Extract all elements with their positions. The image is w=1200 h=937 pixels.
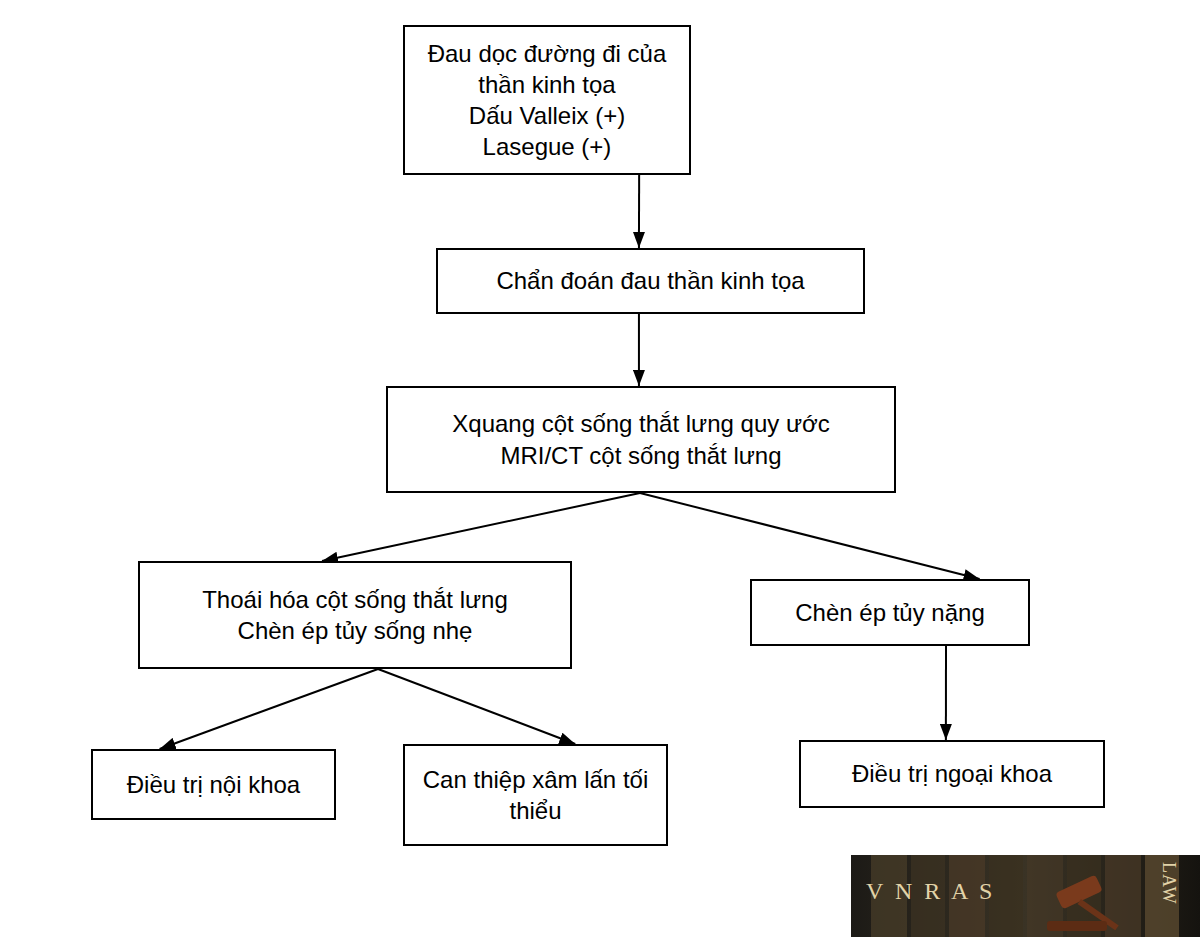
process-box: Chẩn đoán đau thần kinh tọa — [436, 248, 865, 314]
process-box: Điều trị ngoại khoa — [799, 740, 1105, 808]
flow-arrow — [638, 314, 640, 386]
flow-arrow — [640, 493, 980, 579]
gavel-symbol — [1047, 875, 1119, 931]
node-text: Thoái hóa cột sống thắt lưng — [202, 584, 508, 615]
node-text: Chèn ép tủy sống nhẹ — [238, 615, 473, 646]
process-box: Chèn ép tủy nặng — [750, 579, 1030, 646]
process-box: Đau dọc đường đi của thần kinh tọaDấu Va… — [403, 25, 691, 175]
process-box: Xquang cột sống thắt lưng quy ướcMRI/CT … — [386, 386, 896, 493]
flow-arrow — [322, 493, 640, 561]
process-box: Can thiệp xâm lấn tối thiểu — [403, 744, 668, 846]
node-text: Điều trị nội khoa — [127, 769, 300, 800]
node-text: MRI/CT cột sống thắt lưng — [500, 440, 781, 471]
flow-arrow — [638, 175, 640, 248]
node-text: Xquang cột sống thắt lưng quy ước — [452, 408, 829, 439]
flow-arrow — [160, 669, 378, 749]
node-text: Điều trị ngoại khoa — [852, 758, 1052, 789]
node-text: Đau dọc đường đi của thần kinh tọa — [415, 38, 679, 100]
node-text: Can thiệp xâm lấn tối thiểu — [415, 764, 656, 826]
node-text: Dấu Valleix (+) — [469, 100, 625, 131]
watermark-text: LAW — [1158, 862, 1179, 905]
flow-arrow — [378, 669, 575, 744]
node-text: Chẩn đoán đau thần kinh tọa — [496, 265, 804, 296]
node-text: Lasegue (+) — [483, 131, 612, 162]
node-text: Chèn ép tủy nặng — [795, 597, 984, 628]
process-box: Thoái hóa cột sống thắt lưngChèn ép tủy … — [138, 561, 572, 669]
flow-arrow — [945, 646, 947, 740]
process-box: Điều trị nội khoa — [91, 749, 336, 820]
watermark-text: V N R A S — [866, 878, 995, 905]
